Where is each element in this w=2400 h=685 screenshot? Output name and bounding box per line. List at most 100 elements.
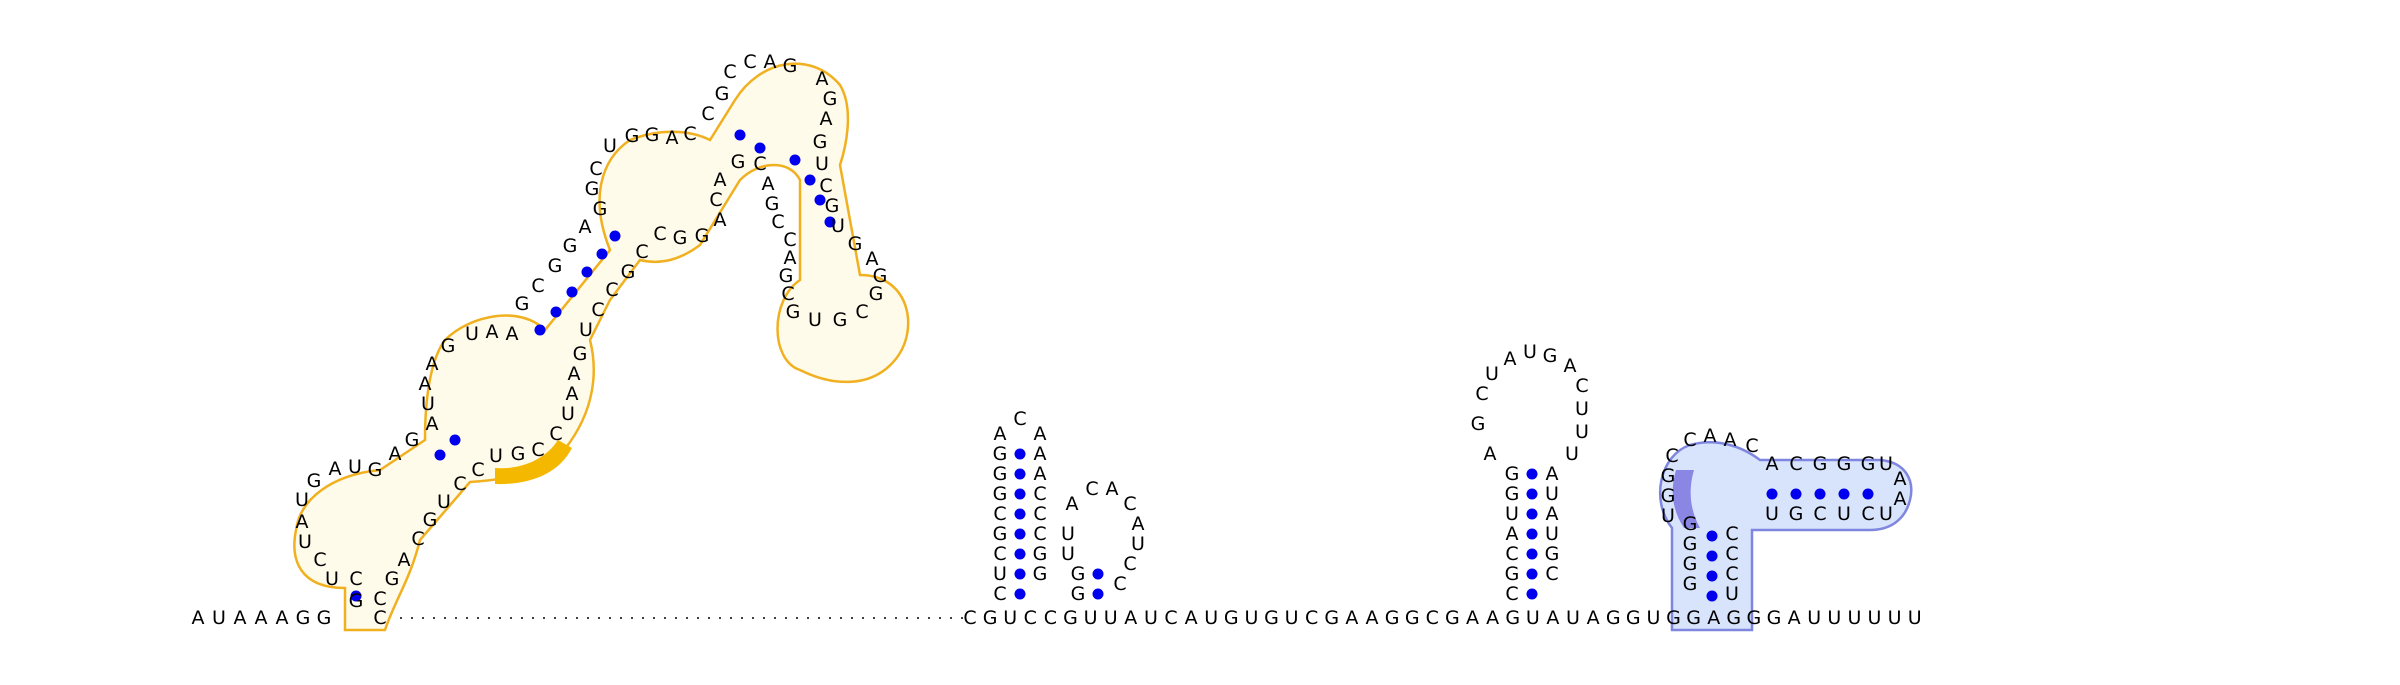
baseline-nucleotide: U [1888,607,1902,629]
base-pair-dot [449,434,461,446]
pseudoknot-nucleotide: C [1665,445,1678,467]
orange-domain-nucleotide: A [506,323,519,345]
orange-domain-nucleotide: A [784,247,797,269]
pseudoknot-nucleotide: G [1683,553,1698,575]
orange-domain-nucleotide: U [815,153,829,175]
orange-domain-nucleotide: U [437,491,451,513]
orange-domain-nucleotide: G [548,255,563,277]
base-pair-dot [1706,590,1718,602]
orange-domain-nucleotide: G [423,509,438,531]
baseline-nucleotide: U [1244,607,1258,629]
baseline-nucleotide: A [1546,607,1559,629]
base-pair-dot [1814,488,1826,500]
orange-domain-nucleotide: G [823,88,838,110]
hairpin-3-nucleotide: A [1546,503,1559,525]
orange-domain-nucleotide: C [549,423,562,445]
baseline-nucleotide: A [255,607,268,629]
orange-domain-nucleotide: A [426,413,439,435]
base-pair-dot [1766,488,1778,500]
base-pair-dot [1014,448,1026,460]
hairpin-1-nucleotide: A [1034,443,1047,465]
base-pair-dots [350,129,1874,602]
hairpin-3-nucleotide: G [1505,463,1520,485]
base-pair-dot [1014,508,1026,520]
pseudoknot-nucleotide: G [1861,453,1876,475]
baseline-nucleotide: G [1405,607,1420,629]
hairpin-3-nucleotide: U [1565,443,1579,465]
hairpin-1-nucleotide: C [1013,408,1026,430]
orange-domain-nucleotide: A [714,209,727,231]
hairpin-2-nucleotide: C [1123,553,1136,575]
base-pair-dot [1790,488,1802,500]
baseline-nucleotide: U [1847,607,1861,629]
hairpin-2-nucleotide: C [1123,493,1136,515]
baseline-nucleotide: U [1807,607,1821,629]
pseudoknot-nucleotide: C [1813,503,1826,525]
baseline-nucleotide: G [1606,607,1621,629]
orange-domain-nucleotide: A [398,549,411,571]
pseudoknot-nucleotide: G [1683,533,1698,555]
baseline-nucleotide: G [1063,607,1078,629]
hairpin-3-nucleotide: C [1575,375,1588,397]
base-pair-dot [1838,488,1850,500]
baseline-nucleotide: A [1466,607,1479,629]
baseline-nucleotide: U [1646,607,1660,629]
orange-domain-nucleotide: G [731,151,746,173]
baseline-nucleotide: G [1505,607,1520,629]
base-pair-dot [1526,528,1538,540]
pseudoknot-nucleotide: G [1661,465,1676,487]
pseudoknot-nucleotide: U [1879,453,1893,475]
pseudoknot-nucleotide: G [1683,513,1698,535]
base-pair-dot [1706,550,1718,562]
pseudoknot-nucleotide: U [1879,503,1893,525]
orange-domain-nucleotide: C [743,51,756,73]
base-pair-dot [1092,588,1104,600]
base-pair-dot [1706,530,1718,542]
hairpin-3-nucleotide: C [1505,583,1518,605]
baseline-nucleotide: U [1285,607,1299,629]
pseudoknot-nucleotide: U [1765,503,1779,525]
baseline-nucleotide: U [1204,607,1218,629]
hairpin-1-nucleotide: A [1034,463,1047,485]
orange-domain-nucleotide: G [848,233,863,255]
baseline-nucleotide: U [1003,607,1017,629]
orange-domain-nucleotide: C [781,283,794,305]
baseline-nucleotide: G [296,607,311,629]
hairpin-3-nucleotide: A [1546,463,1559,485]
hairpin-1-nucleotide: G [993,463,1008,485]
baseline-nucleotide: A [1707,607,1720,629]
baseline-nucleotide: G [317,607,332,629]
base-pair-dot [1014,468,1026,480]
base-pair-dot [1014,588,1026,600]
hairpin-3-nucleotide: C [1505,543,1518,565]
orange-domain-nucleotide: A [329,458,342,480]
orange-domain-nucleotide: G [573,343,588,365]
orange-domain [293,62,910,632]
orange-domain-nucleotide: U [808,309,822,331]
hairpin-3-nucleotide: G [1505,563,1520,585]
base-pair-dot [734,129,746,141]
baseline-nucleotide: A [1366,607,1379,629]
base-pair-dot [1526,508,1538,520]
hairpin-1-nucleotide: G [993,443,1008,465]
hairpin-1-nucleotide: C [993,583,1006,605]
base-pair-dot [596,248,608,260]
pseudoknot-nucleotide: C [1861,503,1874,525]
base-pair-dot [1014,548,1026,560]
orange-domain-nucleotide: G [786,301,801,323]
base-pair-dot [804,174,816,186]
pseudoknot-nucleotide: U [1661,505,1675,527]
orange-domain-nucleotide: U [421,393,435,415]
pseudoknot-nucleotide: G [1683,573,1698,595]
hairpin-3-nucleotide: A [1504,348,1517,370]
baseline-nucleotide: G [1726,607,1741,629]
orange-domain-nucleotide: U [325,568,339,590]
blue-domain-highlight [1672,470,1700,528]
hairpin-2-nucleotide: C [1113,573,1126,595]
orange-domain-nucleotide: G [715,83,730,105]
orange-domain-nucleotide: C [313,549,326,571]
orange-domain-nucleotide: C [753,153,766,175]
baseline-nucleotide: U [1566,607,1580,629]
orange-domain-nucleotide: A [764,51,777,73]
